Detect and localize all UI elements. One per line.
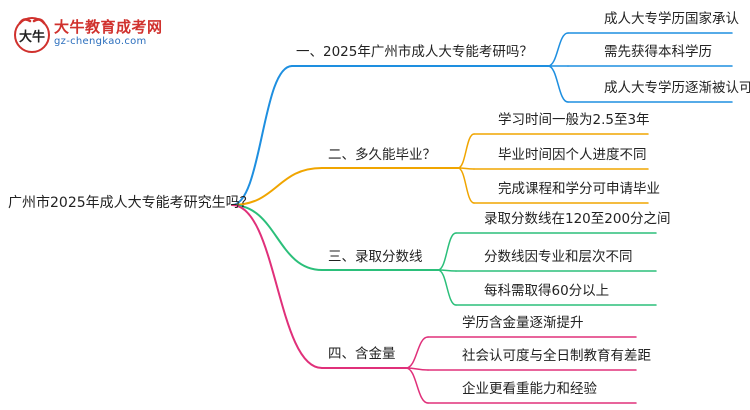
leaf-topic: 需先获得本科学历 [604,44,712,60]
leaf-connector [547,32,569,67]
logo-title: 大牛教育成考网 [54,18,163,36]
leaf-topic: 成人大专学历国家承认 [604,11,739,27]
leaf-topic: 企业更看重能力和经验 [462,381,597,397]
logo: 大牛 大牛教育成考网 gz-chengkao.com [12,14,212,54]
leaf-connector [547,65,569,103]
leaf-topic: 成人大专学历逐渐被认可 [604,80,750,96]
leaf-connector [405,336,429,369]
branch-topic: 一、2025年广州市成人大专能考研吗？ [296,44,533,60]
logo-mark-text: 大牛 [19,29,45,45]
logo-url: gz-chengkao.com [54,36,147,47]
bull-logo-icon: 大牛 [14,17,50,53]
branch-topic: 四、含金量 [328,346,396,362]
leaf-topic: 分数线因专业和层次不同 [484,249,633,265]
leaf-topic: 完成课程和学分可申请毕业 [498,181,660,197]
branch-connector [231,204,323,369]
root-topic: 广州市2025年成人大专能考研究生吗？ [8,195,254,211]
leaf-topic: 录取分数线在120至200分之间 [484,211,671,227]
branch-connector [231,65,293,206]
branch-connector [231,204,323,271]
branch-topic: 二、多久能毕业？ [328,147,436,163]
leaf-topic: 每科需取得60分以上 [484,283,610,299]
leaf-connector [457,167,475,204]
leaf-connector [457,133,475,169]
leaf-topic: 学习时间一般为2.5至3年 [498,112,650,128]
leaf-topic: 学历含金量逐渐提升 [462,315,584,331]
branch-topic: 三、录取分数线 [328,249,423,265]
leaf-connector [437,269,457,306]
branch-connector [231,167,323,206]
leaf-connector [405,367,429,404]
leaf-topic: 社会认可度与全日制教育有差距 [462,348,651,364]
leaf-topic: 毕业时间因个人进度不同 [498,147,647,163]
leaf-connector [437,232,457,271]
